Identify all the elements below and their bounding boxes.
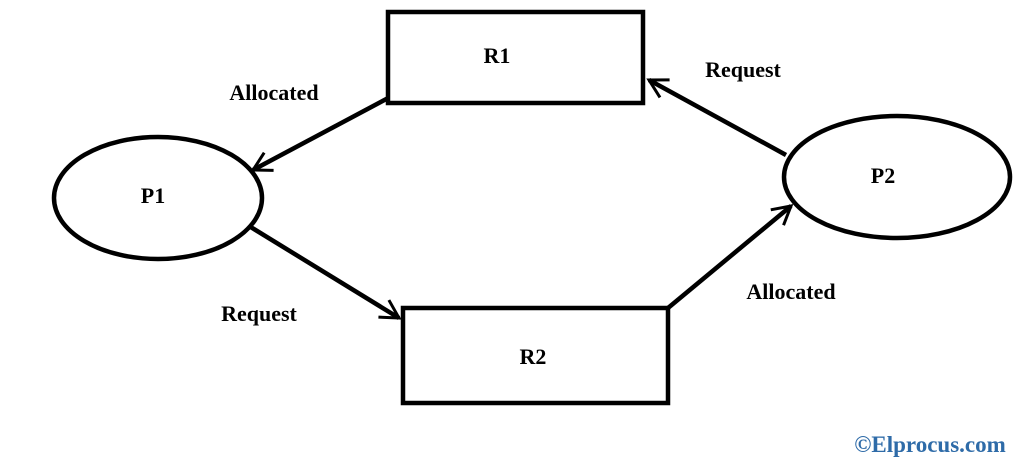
edge-request-p2-to-r1 xyxy=(646,78,788,157)
process-node-p1 xyxy=(51,134,265,262)
process-node-p2 xyxy=(781,113,1013,241)
edge-request-p1-to-r2 xyxy=(247,224,402,320)
node-label-r1: R1 xyxy=(484,43,511,68)
watermark-text: ©Elprocus.com xyxy=(854,432,1006,457)
node-label-p1: P1 xyxy=(141,183,165,208)
resource-node-r2 xyxy=(400,305,671,406)
node-label-p2: P2 xyxy=(871,163,895,188)
node-label-r2: R2 xyxy=(520,344,547,369)
edge-label-request-bottom: Request xyxy=(221,301,297,326)
edge-allocated-r1-to-p1 xyxy=(250,94,394,172)
resource-node-r1 xyxy=(385,9,646,106)
edge-label-request-top: Request xyxy=(705,57,781,82)
edge-label-allocated-bottom: Allocated xyxy=(746,279,835,304)
edge-label-allocated-top: Allocated xyxy=(229,80,318,105)
edge-allocated-r2-to-p2 xyxy=(666,204,794,310)
